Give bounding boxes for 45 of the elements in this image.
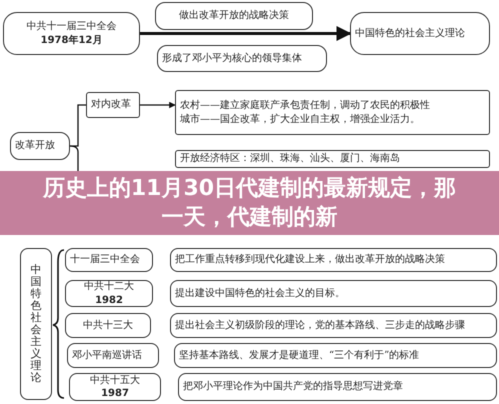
rounded-box — [67, 343, 159, 368]
node-text: 1978年12月 — [40, 34, 104, 47]
node-text: 十一届三中全会 — [70, 253, 141, 267]
rounded-box — [175, 150, 490, 168]
rounded-box — [178, 373, 497, 401]
rounded-box — [10, 132, 70, 160]
node-text: 对内改革 — [91, 98, 132, 112]
node-text: 形成了邓小平为核心的领导集体 — [162, 52, 303, 66]
node-text: 把工作重点转移到现代化建设上来，做出改革开放的战略决策 — [175, 253, 446, 267]
rounded-box — [69, 373, 161, 401]
node-text: 提出建设中国特色的社会主义的目标。 — [175, 286, 346, 300]
rounded-box — [174, 343, 497, 368]
connector-arrow — [140, 26, 352, 41]
connector-arrow — [140, 102, 176, 108]
vertical-label-box — [20, 248, 52, 400]
rounded-box — [3, 12, 140, 55]
node-text: 1987 — [100, 387, 130, 400]
node-text: 中共十三大 — [82, 318, 134, 332]
node-text: 城市——国企改革，扩大企业自主权，增强企业活力。 — [180, 112, 421, 126]
title: 历史上的11月30日代建制的最新规定，那一天，代建制的新 — [42, 174, 458, 232]
rounded-box — [65, 280, 153, 307]
rounded-box — [175, 90, 490, 135]
node-text: 中国特色社会主义理论 — [30, 264, 42, 384]
rounded-box — [170, 280, 497, 307]
rounded-box — [170, 313, 497, 338]
node-text: 中共十五大 — [89, 374, 141, 387]
node-text: 提出社会主义初级阶段的理论，党的基本路线、三步走的战略步骤 — [175, 318, 466, 332]
node-text: 农村——建立家庭联产承包责任制，调动了农民的积极性 — [180, 99, 431, 112]
rounded-box — [170, 248, 497, 272]
node-text: 做出改革开放的战略决策 — [178, 9, 290, 23]
rounded-box — [155, 2, 313, 30]
node-text: 把邓小平理论作为中国共产党的指导思想写进党章 — [183, 380, 404, 394]
rounded-box — [350, 12, 490, 55]
node-text: 1982 — [94, 294, 124, 307]
rounded-box — [65, 313, 151, 338]
node-text: 中共十二大 — [83, 280, 135, 294]
node-text: 中共十一届三中全会 — [26, 20, 118, 34]
node-text: 中国特色的社会主义理论 — [355, 26, 466, 40]
node-text: 改革开放 — [15, 139, 56, 153]
node-text: 邓小平南巡讲话 — [72, 348, 143, 362]
node-text: 坚持基本路线、发展才是硬道理、“三个有利于”的标准 — [179, 348, 420, 362]
rounded-box — [86, 92, 140, 118]
rounded-box — [65, 248, 153, 272]
node-text: 开放经济特区：深圳、珠海、汕头、厦门、海南岛 — [180, 152, 401, 166]
rounded-box — [157, 45, 327, 72]
